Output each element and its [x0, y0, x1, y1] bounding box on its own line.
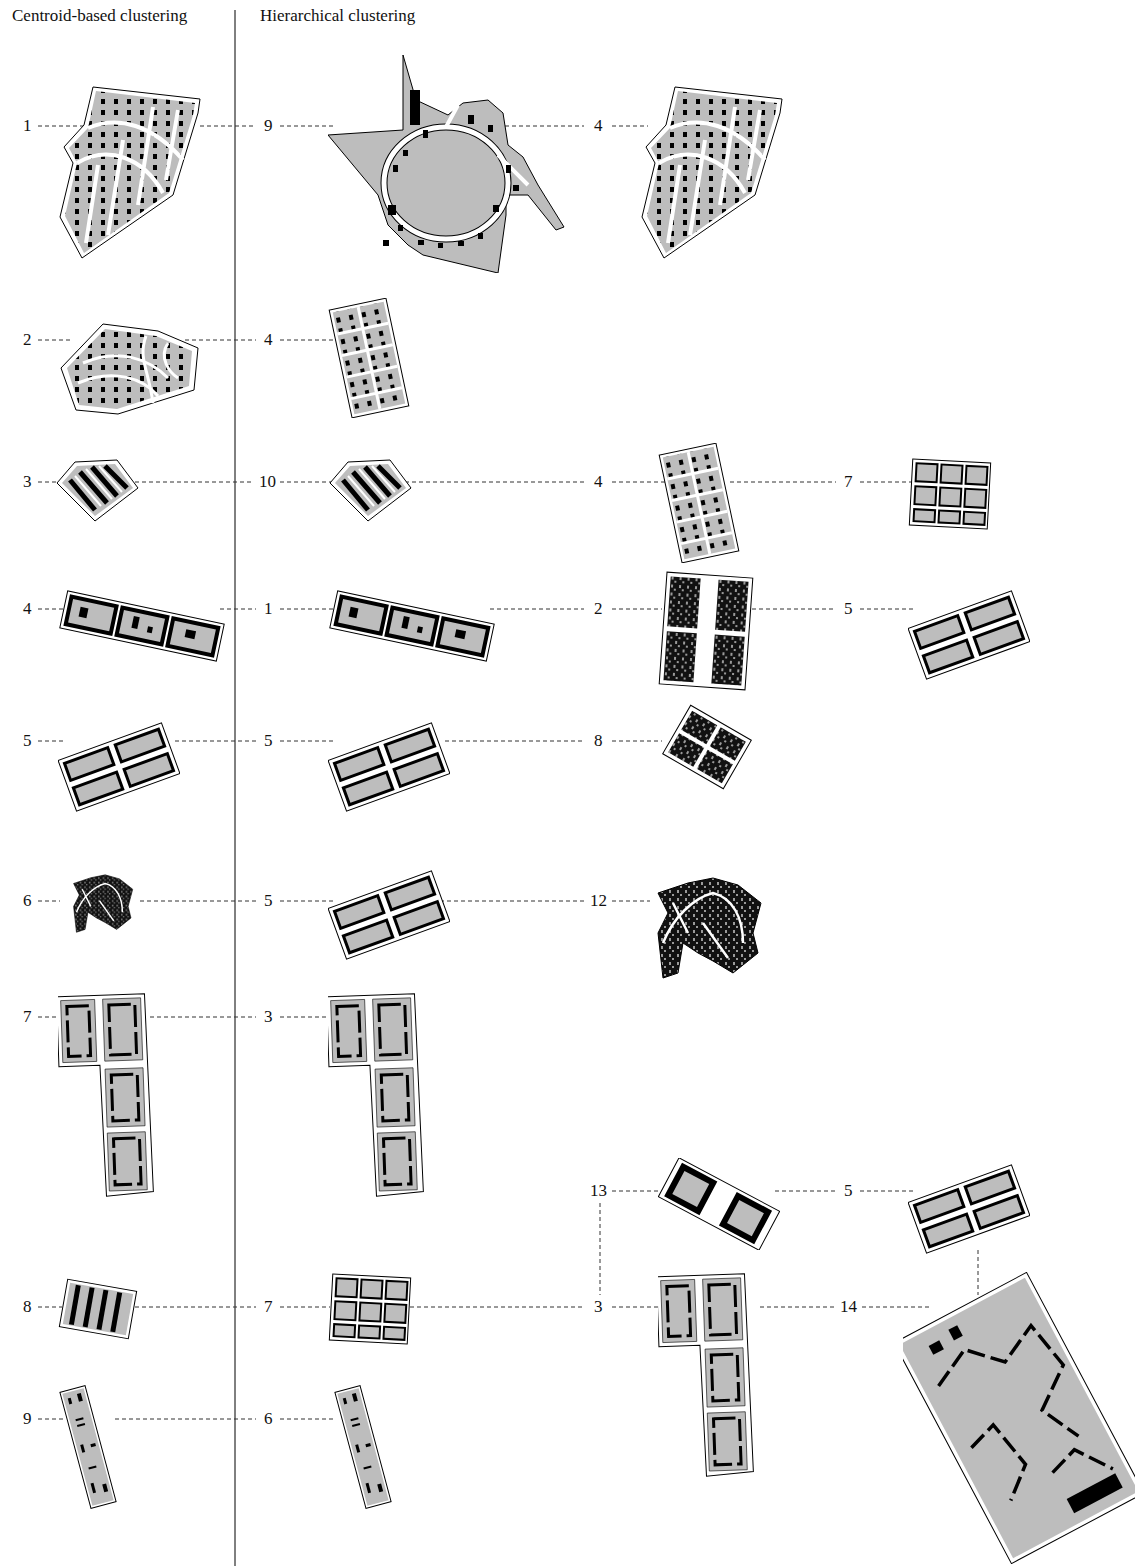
- dashed-leaders: [38, 126, 978, 1419]
- block-plan: [642, 87, 782, 258]
- cluster-number: 5: [262, 732, 275, 751]
- cluster-number: 13: [588, 1182, 609, 1201]
- block-plan: [335, 1386, 391, 1509]
- block-plan: [658, 878, 761, 978]
- block-plan: [57, 994, 154, 1198]
- block-plan: [659, 572, 753, 690]
- cluster-number: 12: [588, 892, 609, 911]
- block-plan: [60, 87, 200, 258]
- cluster-number: 7: [842, 473, 855, 492]
- cluster-number: 3: [592, 1298, 605, 1317]
- column-heading: Hierarchical clustering: [258, 7, 417, 26]
- block-plan: [328, 55, 564, 273]
- block-plans: [57, 55, 1136, 1564]
- cluster-number: 4: [592, 117, 605, 136]
- cluster-number: 9: [262, 117, 275, 136]
- cluster-number: 5: [21, 732, 34, 751]
- cluster-number: 5: [842, 600, 855, 619]
- block-plan: [909, 459, 990, 529]
- block-plan: [329, 298, 409, 418]
- block-plan: [329, 1274, 410, 1344]
- block-plan: [894, 1272, 1136, 1563]
- cluster-number: 14: [838, 1298, 859, 1317]
- cluster-number: 6: [21, 892, 34, 911]
- cluster-number: 3: [21, 473, 34, 492]
- block-plan: [663, 705, 752, 788]
- cluster-number: 6: [262, 1410, 275, 1429]
- cluster-number: 8: [21, 1298, 34, 1317]
- cluster-number: 2: [592, 600, 605, 619]
- divider-line: [235, 10, 236, 1566]
- block-plan: [60, 1386, 116, 1509]
- column-heading: Centroid-based clustering: [10, 7, 189, 26]
- block-plan: [58, 723, 180, 811]
- block-plan: [659, 443, 739, 563]
- block-plan: [908, 1165, 1030, 1253]
- block-plan: [328, 723, 450, 811]
- cluster-number: 4: [21, 600, 34, 619]
- cluster-number: 3: [262, 1008, 275, 1027]
- block-plan: [330, 591, 494, 661]
- block-plan: [908, 591, 1030, 679]
- block-plan: [74, 875, 133, 932]
- cluster-number: 4: [592, 473, 605, 492]
- cluster-number: 5: [262, 892, 275, 911]
- cluster-number: 7: [21, 1008, 34, 1027]
- block-plan: [327, 994, 424, 1198]
- cluster-number: 1: [262, 600, 275, 619]
- cluster-number: 2: [21, 331, 34, 350]
- block-plan: [59, 1279, 136, 1338]
- cluster-number: 7: [262, 1298, 275, 1317]
- block-plan: [61, 324, 198, 414]
- cluster-number: 4: [262, 331, 275, 350]
- cluster-number: 8: [592, 732, 605, 751]
- cluster-number: 10: [257, 473, 278, 492]
- cluster-number: 1: [21, 117, 34, 136]
- block-plan: [658, 1158, 779, 1250]
- block-plan: [328, 871, 450, 959]
- cluster-number: 5: [842, 1182, 855, 1201]
- block-plan: [60, 591, 224, 661]
- block-plan: [57, 460, 138, 521]
- cluster-number: 9: [21, 1410, 34, 1429]
- block-plan: [330, 460, 411, 521]
- block-plan: [657, 1274, 754, 1478]
